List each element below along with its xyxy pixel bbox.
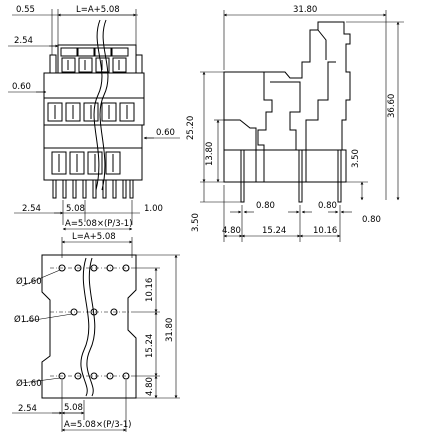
pcb-dim-row-gap-top: 10.16 [145, 278, 155, 302]
front-dim-total-length: L=A+5.08 [76, 5, 120, 15]
front-dim-left-mid: 0.60 [12, 82, 31, 92]
pcb-dim-total-length: L=A+5.08 [72, 232, 116, 242]
front-dim-right-mid: 0.60 [156, 128, 175, 138]
side-dim-right-offset: 10.16 [313, 226, 337, 236]
side-dim-height-total: 36.60 [387, 94, 397, 118]
pcb-hole-label-mid: Ø1.60 [14, 314, 40, 325]
side-dim-pin-len-left: 3.50 [191, 213, 201, 232]
side-dim-left-offset: 4.80 [222, 226, 241, 236]
pcb-dim-bottom-left: 2.54 [18, 404, 37, 414]
side-view: 31.80 25.20 13.80 36.60 3.50 3.50 [186, 5, 404, 242]
pcb-holes [58, 264, 130, 380]
front-dim-formula: A=5.08×(P/3-1) [65, 219, 133, 229]
front-dim-bottom-left: 2.54 [22, 204, 41, 214]
front-dim-pin-right: 1.00 [144, 204, 163, 214]
pcb-dim-formula: A=5.08×(P/3-1) [64, 420, 132, 430]
side-dim-pin-w2: 0.80 [318, 201, 337, 211]
front-dim-top-offset: 0.55 [16, 5, 35, 15]
pcb-hole-label-top: Ø1.60 [16, 276, 42, 287]
side-dim-height-lower: 13.80 [205, 142, 215, 166]
side-dim-pin-w3: 0.80 [362, 215, 381, 225]
side-dim-height-mid: 25.20 [186, 116, 196, 140]
pcb-dim-row-gap-mid: 15.24 [145, 334, 155, 358]
pcb-layout: L=A+5.08 Ø1.60 Ø1.60 [12, 232, 180, 432]
pcb-dim-total-height: 31.80 [165, 318, 175, 342]
pcb-hole-label-bot: Ø1.60 [16, 378, 42, 389]
side-dim-pin-w1: 0.80 [256, 201, 275, 211]
front-dim-pitch: 5.08 [66, 204, 85, 214]
front-view: 0.55 L=A+5.08 2.54 0.60 [8, 5, 180, 231]
pcb-dim-pitch: 5.08 [64, 403, 83, 413]
side-dim-pin-span: 15.24 [262, 226, 286, 236]
side-dim-pin-len-right: 3.50 [351, 149, 361, 168]
side-dim-width: 31.80 [293, 5, 317, 15]
front-dim-left-top: 2.54 [14, 36, 33, 46]
front-pins [52, 179, 134, 199]
pcb-dim-row-gap-bot: 4.80 [145, 377, 155, 396]
